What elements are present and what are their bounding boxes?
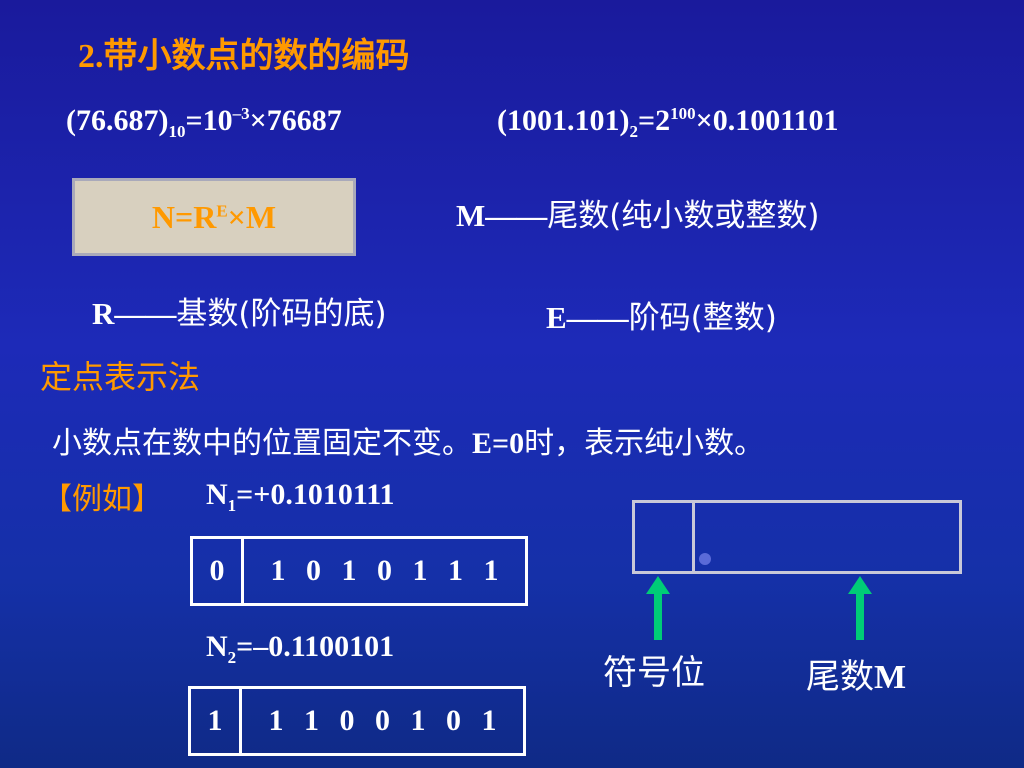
bit: 1	[304, 704, 319, 737]
up-arrow-icon	[848, 576, 872, 640]
formula-binary: (1001.101)2=2100×0.1001101	[497, 104, 839, 142]
general-formula: N=RE×M	[75, 199, 353, 236]
formula-binary-subscript: 2	[629, 122, 638, 141]
r-symbol: R——	[92, 296, 177, 331]
explanation-e-zero: E=0	[472, 427, 525, 460]
formula-decimal-rest: ×76687	[249, 104, 342, 137]
n2-value: N2=–0.1100101	[206, 630, 394, 668]
r-text: 基数(阶码的底)	[176, 296, 387, 332]
bit: 0	[377, 554, 392, 587]
formula-binary-mid: =2	[637, 104, 671, 137]
n2-number: =–0.1100101	[236, 630, 395, 663]
general-formula-box: N=RE×M	[72, 178, 356, 256]
sign-bit-label: 符号位	[603, 653, 705, 693]
n2-symbol: N	[206, 630, 228, 663]
bit: 0	[306, 554, 321, 587]
register-n2: 1 1 1 0 0 1 0 1	[188, 686, 526, 756]
mantissa-label-en: M	[874, 659, 907, 696]
e-description: E——阶码(整数)	[546, 292, 777, 337]
up-arrow-icon	[646, 576, 670, 640]
formula-decimal-mid: =10	[185, 104, 233, 137]
bit: 0	[375, 704, 390, 737]
n1-symbol: N	[206, 478, 228, 511]
general-formula-exponent: E	[216, 201, 228, 221]
general-formula-post: ×M	[227, 199, 277, 235]
bit: 1	[448, 554, 463, 587]
bit: 1	[410, 704, 426, 737]
register-n1-sign-bit: 0	[193, 539, 244, 603]
formula-decimal-exponent: –3	[232, 104, 250, 123]
n1-subscript: 1	[227, 496, 237, 515]
bit: 1	[483, 554, 499, 587]
bit: 0	[446, 704, 461, 737]
bit: 1	[412, 554, 428, 587]
formula-binary-rest: ×0.1001101	[695, 104, 839, 137]
explanation-part2: 时，表示纯小数。	[524, 426, 765, 461]
e-symbol: E——	[546, 300, 629, 335]
m-description: M——尾数(纯小数或整数)	[456, 190, 819, 235]
formula-decimal-base: (76.687)	[66, 104, 169, 137]
formula-decimal: (76.687)10=10–3×76687	[66, 104, 342, 142]
radix-point-dot	[699, 553, 711, 565]
bit: 1	[341, 554, 357, 587]
fixed-point-format-diagram	[632, 500, 962, 574]
bit: 1	[270, 554, 286, 587]
formula-binary-exponent: 100	[670, 104, 696, 123]
e-text: 阶码(整数)	[628, 300, 777, 336]
mantissa-label: 尾数M	[806, 649, 906, 698]
register-n1-bits: 1 0 1 0 1 1 1	[244, 539, 525, 603]
bit: 0	[339, 704, 355, 737]
explanation-part1: 小数点在数中的位置固定不变。	[52, 426, 472, 461]
formula-decimal-subscript: 10	[168, 122, 186, 141]
fixed-point-explanation: 小数点在数中的位置固定不变。E=0时，表示纯小数。	[52, 418, 764, 462]
register-n1: 0 1 0 1 0 1 1 1	[190, 536, 528, 606]
m-text: 尾数(纯小数或整数)	[547, 198, 820, 234]
n1-value: N1=+0.1010111	[206, 478, 395, 516]
section-heading: 定点表示法	[40, 358, 201, 396]
bit: 1	[481, 704, 497, 737]
general-formula-pre: N=R	[151, 199, 217, 235]
bit: 1	[268, 704, 284, 737]
m-symbol: M——	[456, 198, 548, 233]
register-n2-sign-bit: 1	[191, 689, 242, 753]
n1-number: =+0.1010111	[236, 478, 395, 511]
example-label: 【例如】	[42, 482, 162, 517]
slide-title: 2.带小数点的数的编码	[78, 38, 410, 75]
sign-cell	[635, 503, 695, 571]
mantissa-label-cn: 尾数	[806, 657, 874, 697]
mantissa-cell	[695, 503, 959, 571]
register-n2-bits: 1 1 0 0 1 0 1	[242, 689, 523, 753]
r-description: R——基数(阶码的底)	[92, 288, 387, 333]
formula-binary-base: (1001.101)	[497, 104, 630, 137]
n2-subscript: 2	[227, 648, 237, 667]
